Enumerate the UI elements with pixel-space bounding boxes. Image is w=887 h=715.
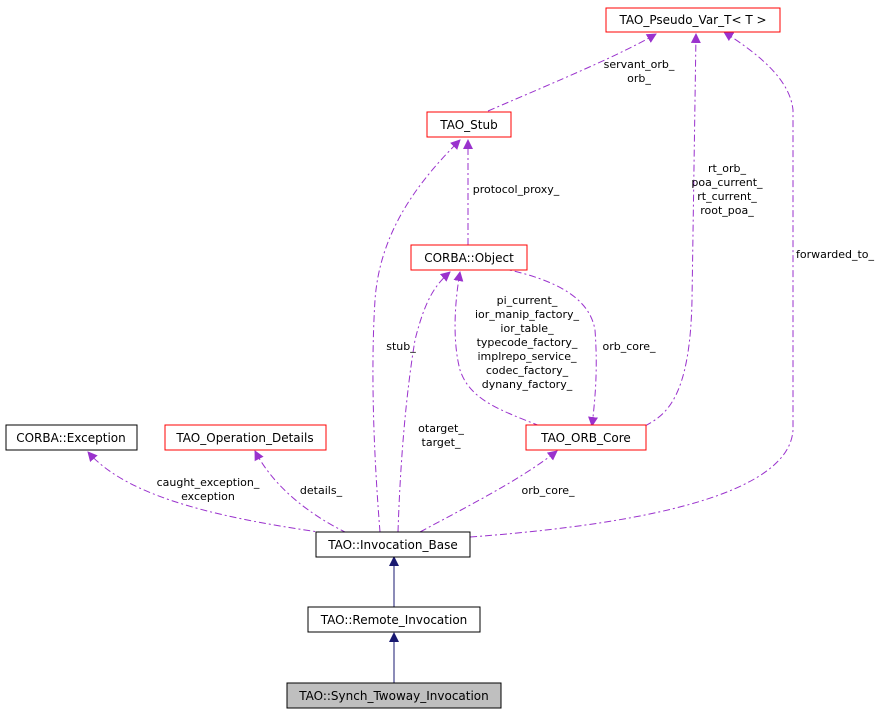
- label-dynany-factory: dynany_factory_: [482, 378, 573, 391]
- label-forwarded-to: forwarded_to_: [796, 248, 874, 261]
- node-corba-exception-label: CORBA::Exception: [16, 431, 126, 445]
- node-orb-core-label: TAO_ORB_Core: [540, 431, 631, 445]
- node-pseudo-var-label: TAO_Pseudo_Var_T< T >: [618, 13, 766, 27]
- node-remote-invocation[interactable]: TAO::Remote_Invocation: [307, 606, 481, 633]
- label-protocol-proxy: protocol_proxy_: [473, 183, 560, 196]
- edge-invocation-base-to-orbcore: [419, 450, 558, 533]
- label-poa-current: poa_current_: [691, 176, 763, 189]
- node-synch-twoway-label: TAO::Synch_Twoway_Invocation: [298, 689, 489, 703]
- label-ior-manip-factory: ior_manip_factory_: [475, 308, 580, 321]
- edge-orbcore-to-object: [453, 271, 541, 427]
- edge-object-to-orbcore: [499, 267, 598, 427]
- label-caught-exception: caught_exception_: [157, 476, 260, 489]
- label-base-to-object: otarget_ target_: [418, 422, 464, 449]
- node-corba-object[interactable]: CORBA::Object: [410, 244, 528, 271]
- label-otarget: otarget_: [418, 422, 464, 435]
- node-invocation-base-label: TAO::Invocation_Base: [327, 538, 457, 552]
- label-rt-orb: rt_orb_: [708, 162, 747, 175]
- label-pi-current: pi_current_: [497, 294, 558, 307]
- edge-orbcore-to-pseudo-var: [644, 33, 701, 427]
- node-stub-label: TAO_Stub: [439, 118, 497, 132]
- label-root-poa: root_poa_: [700, 204, 754, 217]
- edge-invocation-base-to-pseudo-var: [469, 31, 794, 538]
- label-stub-to-pseudo: servant_orb_ orb_: [604, 58, 675, 85]
- node-invocation-base[interactable]: TAO::Invocation_Base: [315, 531, 471, 558]
- node-corba-object-label: CORBA::Object: [424, 251, 514, 265]
- label-implrepo-service: implrepo_service_: [478, 350, 577, 363]
- node-operation-details-label: TAO_Operation_Details: [175, 431, 313, 445]
- edge-invocation-base-to-exception: [87, 451, 341, 536]
- label-details: details_: [300, 484, 343, 497]
- edge-stub-to-pseudo-var: [487, 33, 657, 112]
- label-stub: stub_: [386, 340, 416, 353]
- label-rt-current: rt_current_: [697, 190, 757, 203]
- label-codec-factory: codec_factory_: [486, 364, 569, 377]
- node-operation-details[interactable]: TAO_Operation_Details: [164, 424, 327, 451]
- label-servant-orb: servant_orb_: [604, 58, 675, 71]
- edge-invocation-base-to-details: [254, 450, 348, 534]
- label-ior-table: ior_table_: [500, 322, 554, 335]
- label-orbcore-to-pseudo: rt_orb_ poa_current_ rt_current_ root_po…: [691, 162, 763, 217]
- node-synch-twoway: TAO::Synch_Twoway_Invocation: [286, 682, 502, 709]
- edge-invocation-base-to-object: [397, 271, 451, 533]
- label-orbcore-to-object: pi_current_ ior_manip_factory_ ior_table…: [475, 294, 580, 391]
- label-typecode-factory: typecode_factory_: [477, 336, 578, 349]
- label-target: target_: [422, 436, 461, 449]
- label-exception: exception: [181, 490, 235, 503]
- node-orb-core[interactable]: TAO_ORB_Core: [525, 424, 647, 451]
- label-orb-core-from-object: orb_core_: [602, 340, 656, 353]
- label-base-to-exception: caught_exception_ exception: [157, 476, 260, 503]
- edge-invocation-base-to-stub: [372, 139, 461, 533]
- node-corba-exception[interactable]: CORBA::Exception: [5, 424, 138, 451]
- label-orb: orb_: [627, 72, 651, 85]
- node-pseudo-var[interactable]: TAO_Pseudo_Var_T< T >: [605, 7, 781, 33]
- label-orb-core-from-base: orb_core_: [521, 484, 575, 497]
- node-stub[interactable]: TAO_Stub: [426, 111, 512, 138]
- node-remote-invocation-label: TAO::Remote_Invocation: [320, 613, 468, 627]
